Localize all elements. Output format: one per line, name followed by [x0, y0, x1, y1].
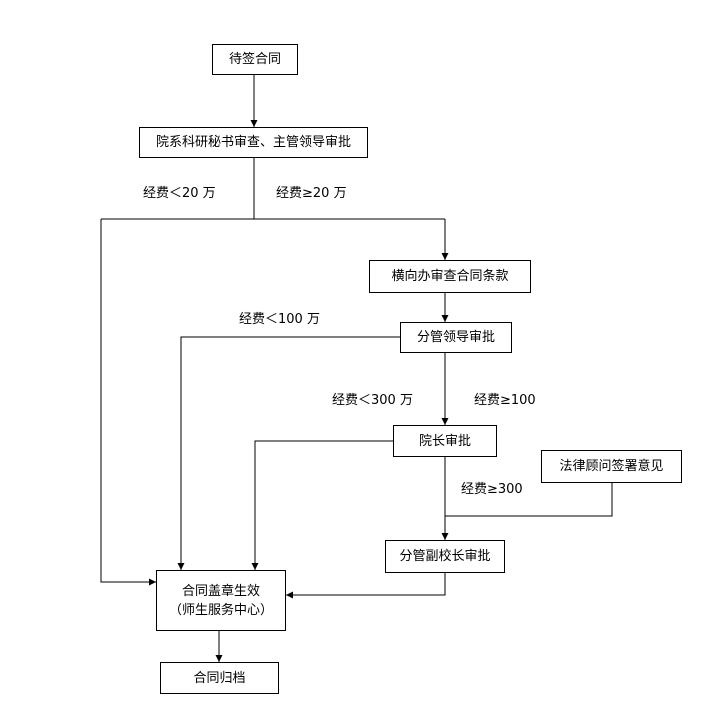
node-vice-president-approval: 分管副校长审批	[385, 540, 505, 573]
node-division-leader-approval-label: 分管领导审批	[416, 330, 495, 345]
edge-label-over-20: 经费≥20 万	[276, 186, 347, 201]
edge-under-300-to-seal	[251, 440, 393, 570]
node-archive: 合同归档	[160, 662, 279, 694]
node-archive-label: 合同归档	[193, 670, 246, 686]
node-legal-advisor-opinion: 法律顾问签署意见	[541, 450, 682, 483]
edge-label-under-100: 经费＜100 万	[239, 312, 320, 327]
node-secretary-review: 院系科研秘书审查、主管领导审批	[139, 127, 368, 158]
node-vice-president-approval-label: 分管副校长审批	[399, 549, 491, 564]
node-horizontal-office-review: 横向办审查合同条款	[369, 260, 531, 293]
node-dean-approval-label: 院长审批	[418, 433, 471, 449]
edge-label-under-20: 经费＜20 万	[143, 186, 216, 201]
node-division-leader-approval: 分管领导审批	[400, 322, 512, 353]
edge-label-under-300: 经费＜300 万	[332, 393, 413, 408]
edge-label-over-300: 经费≥300	[461, 482, 523, 497]
node-horizontal-office-review-label: 横向办审查合同条款	[391, 269, 509, 284]
edge-under-20-to-seal	[100, 219, 156, 586]
node-pending-contract-label: 待签合同	[228, 52, 281, 67]
edge-vice-president-to-seal	[286, 573, 446, 599]
node-secretary-review-label: 院系科研秘书审查、主管领导审批	[155, 135, 351, 150]
node-dean-approval: 院长审批	[393, 425, 497, 457]
edge-label-over-100: 经费≥100	[474, 393, 536, 408]
node-legal-advisor-opinion-label: 法律顾问签署意见	[559, 459, 664, 474]
node-pending-contract: 待签合同	[212, 44, 298, 75]
edge-legal-advisor-merge	[445, 483, 613, 517]
node-seal-effective-label-line2: （师生服务中心）	[168, 602, 273, 618]
node-seal-effective: 合同盖章生效 （师生服务中心）	[156, 570, 286, 631]
edge-under-100-to-seal	[177, 336, 400, 570]
node-seal-effective-label-line1: 合同盖章生效	[181, 583, 260, 599]
